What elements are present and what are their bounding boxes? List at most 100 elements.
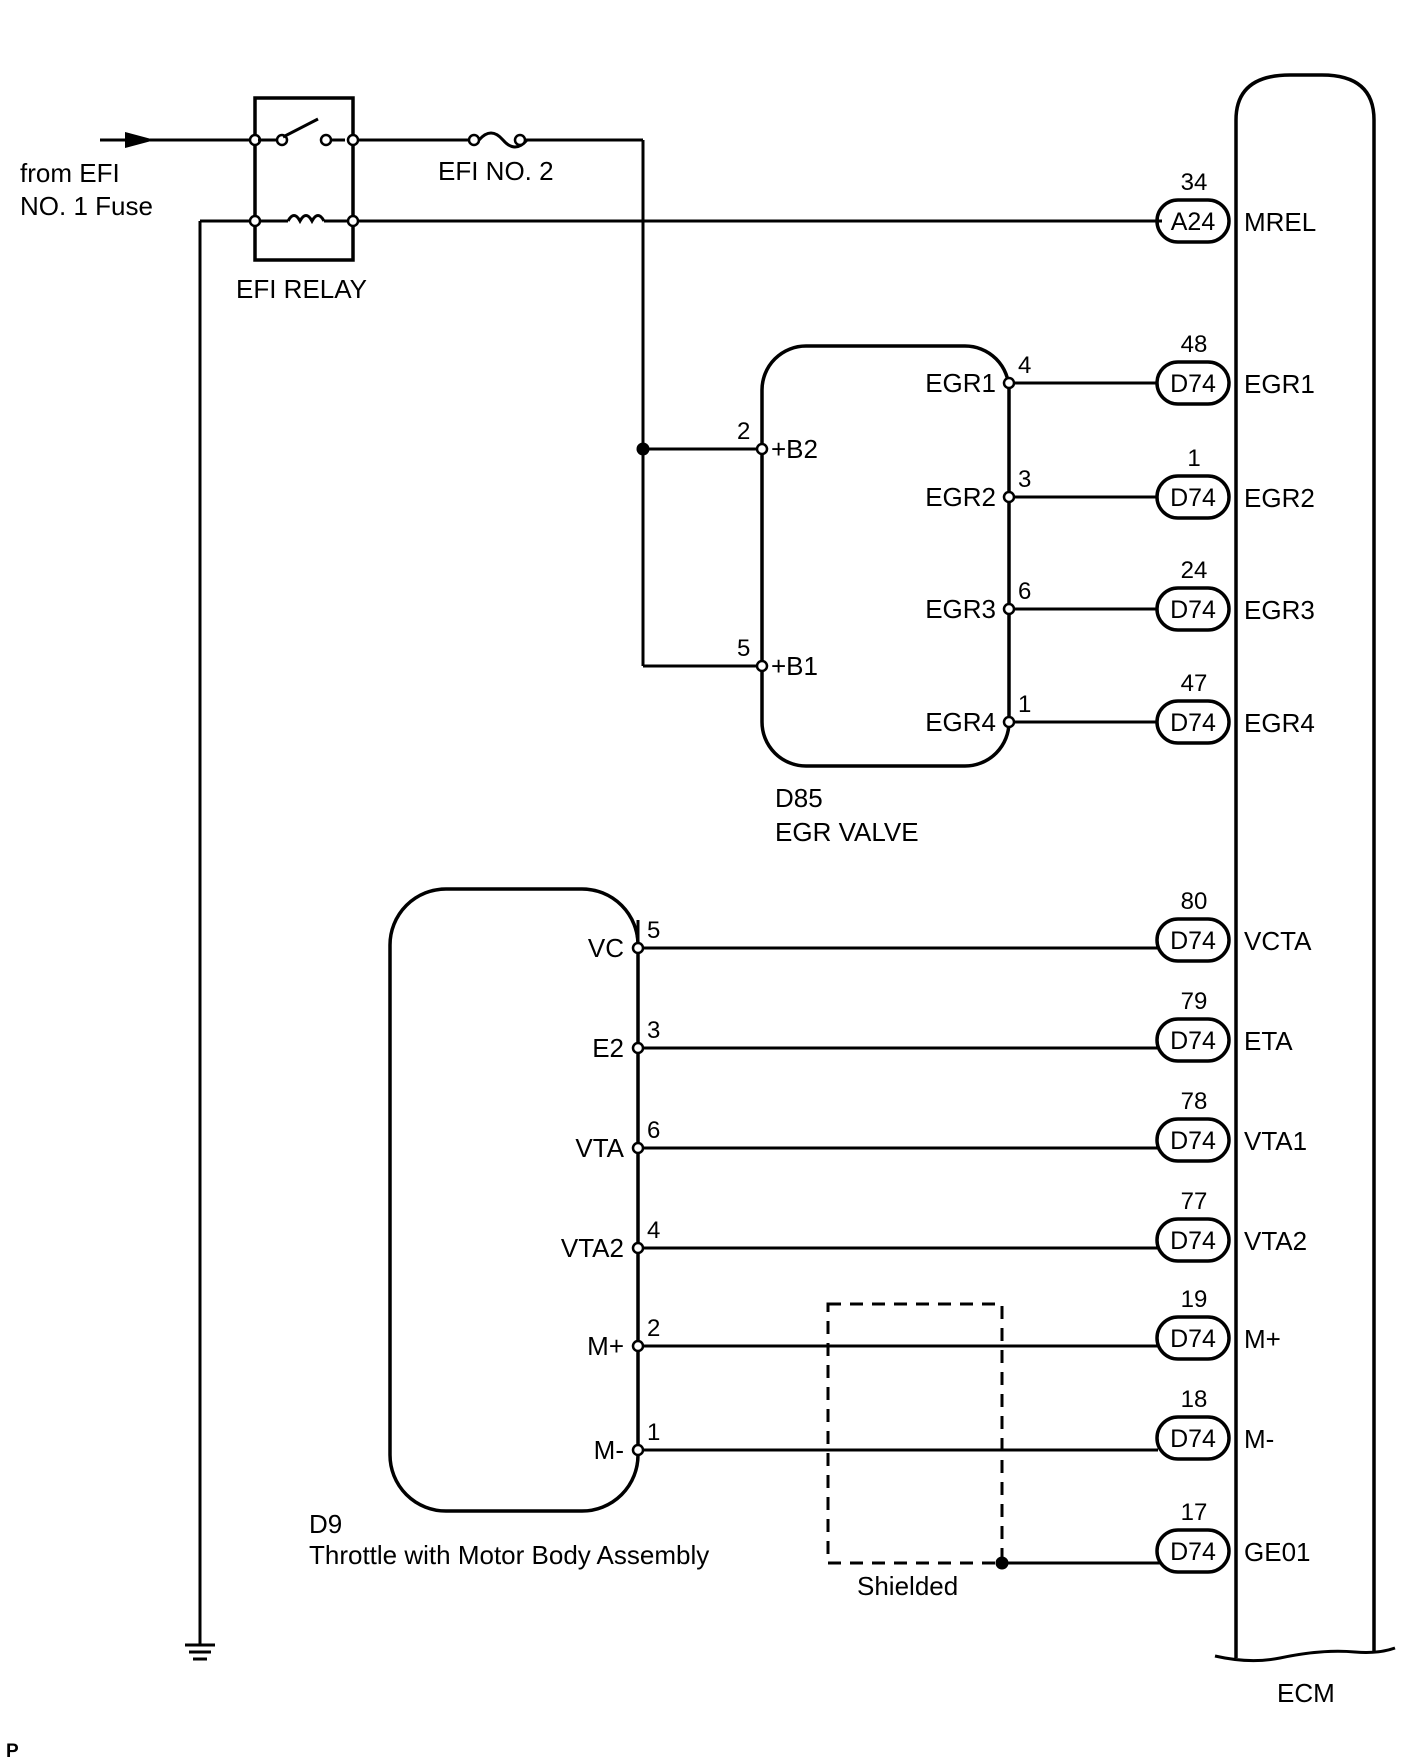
pin-name: +B2 <box>771 434 818 464</box>
connector-code: D74 <box>1170 709 1216 737</box>
egr-power-wiring <box>636 140 758 668</box>
connector-code: D74 <box>1170 1325 1216 1353</box>
connector-pill <box>1155 1017 1231 1063</box>
connector-code: D74 <box>1170 1027 1216 1055</box>
pin-terminal <box>755 442 769 456</box>
pin-terminal <box>631 1041 645 1055</box>
pin-number: 47 <box>1181 670 1208 697</box>
pin-terminal <box>631 941 645 955</box>
fuse-label: EFI NO. 2 <box>438 156 554 186</box>
pin-name: M- <box>594 1435 624 1465</box>
terminal-name: EGR4 <box>1244 708 1315 738</box>
pin-name: E2 <box>592 1033 624 1063</box>
connector-code: D74 <box>1170 1227 1216 1255</box>
terminal-name: M- <box>1244 1424 1274 1454</box>
connector-pill <box>1155 1315 1231 1361</box>
pin-number: 3 <box>647 1017 660 1044</box>
pin-number: 78 <box>1181 1088 1208 1115</box>
egr-power-pin: 5 +B1 <box>737 635 818 681</box>
throttle-name: Throttle with Motor Body Assembly <box>309 1540 709 1570</box>
pin-name: +B1 <box>771 651 818 681</box>
connector-pill <box>1155 699 1231 745</box>
power-source: from EFI NO. 1 Fuse <box>20 132 251 221</box>
terminal-name: M+ <box>1244 1324 1281 1354</box>
connector-code: D74 <box>1170 927 1216 955</box>
pin-number: 24 <box>1181 557 1208 584</box>
throttle-pin: 3E2 <box>592 1017 1158 1063</box>
pin-name: M+ <box>587 1331 624 1361</box>
pin-name: EGR2 <box>925 482 996 512</box>
pin-number: 17 <box>1181 1499 1208 1526</box>
connector-pill <box>1155 474 1231 520</box>
connector-pill <box>1155 1528 1231 1574</box>
pin-number: 4 <box>1018 352 1031 379</box>
pin-terminal <box>631 1141 645 1155</box>
connector-pill <box>1155 586 1231 632</box>
ecm-break-line <box>1214 1646 1396 1663</box>
pin-name: EGR3 <box>925 594 996 624</box>
pin-name: VTA2 <box>561 1233 624 1263</box>
ecm: A2434MRELD7448EGR1D741EGR2D7424EGR3D7447… <box>1155 73 1396 1708</box>
pin-number: 3 <box>1018 466 1031 493</box>
connector-pill <box>1155 198 1231 244</box>
throttle-pin: 5VC <box>588 917 1158 963</box>
pin-name: VTA <box>575 1133 624 1163</box>
connector-pill <box>1155 360 1231 406</box>
terminal-name: VTA2 <box>1244 1226 1307 1256</box>
pin-name: VC <box>588 933 624 963</box>
pin-terminal <box>631 1443 645 1457</box>
pin-terminal <box>1002 490 1016 504</box>
corner-mark: P <box>6 1741 19 1762</box>
pin-number: 19 <box>1181 1286 1208 1313</box>
pin-terminal <box>631 1339 645 1353</box>
source-label-line1: from EFI <box>20 158 120 188</box>
ecm-body <box>1234 73 1376 1658</box>
connector-pill <box>1155 917 1231 963</box>
throttle-code: D9 <box>309 1509 342 1539</box>
mrel-and-ground-wiring <box>185 219 1162 1661</box>
terminal-name: GE01 <box>1244 1537 1311 1567</box>
connector-pill <box>1155 1415 1231 1461</box>
egr-valve-name: EGR VALVE <box>775 817 919 847</box>
ground-icon <box>185 1643 215 1661</box>
ecm-label: ECM <box>1277 1678 1335 1708</box>
pin-terminal <box>1002 376 1016 390</box>
shield: Shielded <box>826 1302 1162 1601</box>
terminal-name: VTA1 <box>1244 1126 1307 1156</box>
connector-pill <box>1155 1217 1231 1263</box>
egr-power-pin: 2 +B2 <box>737 418 818 464</box>
pin-number: 1 <box>647 1419 660 1446</box>
relay-label: EFI RELAY <box>236 274 367 304</box>
egr-valve-code: D85 <box>775 783 823 813</box>
connector-code: D74 <box>1170 484 1216 512</box>
pin-number: 48 <box>1181 331 1208 358</box>
connector-code: D74 <box>1170 1538 1216 1566</box>
pin-number: 2 <box>737 418 750 445</box>
connector-code: D74 <box>1170 1425 1216 1453</box>
terminal-name: EGR3 <box>1244 595 1315 625</box>
pin-terminal <box>1002 715 1016 729</box>
pin-number: 77 <box>1181 1188 1208 1215</box>
source-arrow-icon <box>125 132 155 148</box>
connector-code: A24 <box>1171 208 1216 236</box>
pin-number: 6 <box>1018 578 1031 605</box>
pin-number: 5 <box>647 917 660 944</box>
source-label-line2: NO. 1 Fuse <box>20 191 153 221</box>
pin-number: 5 <box>737 635 750 662</box>
